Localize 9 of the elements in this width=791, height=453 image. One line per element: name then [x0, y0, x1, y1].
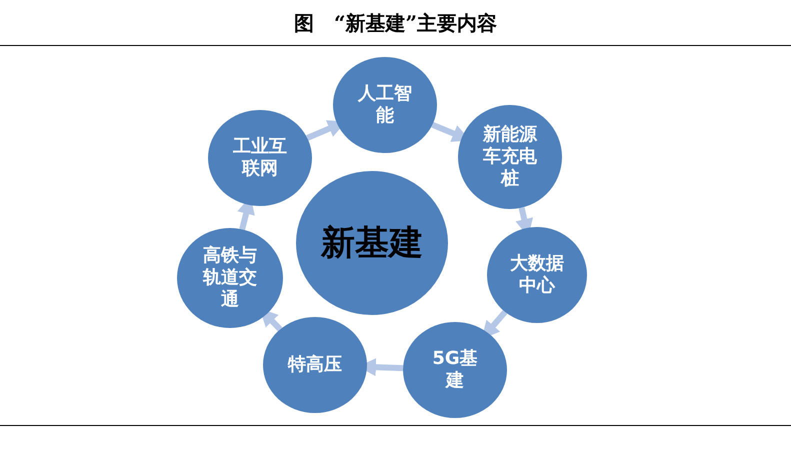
topic-circle: 5G基建 [403, 322, 507, 418]
topic-circle: 高铁与轨道交通 [177, 228, 283, 328]
topic-circle: 新能源车充电桩 [458, 105, 562, 209]
topic-circle: 特高压 [263, 317, 367, 413]
title: 图 “新基建”主要内容 [292, 10, 498, 37]
topic-circle: 人工智能 [333, 57, 437, 153]
topic-circle: 大数据中心 [487, 227, 587, 323]
topic-circle: 工业互联网 [208, 110, 312, 206]
center-circle: 新基建 [296, 171, 448, 315]
